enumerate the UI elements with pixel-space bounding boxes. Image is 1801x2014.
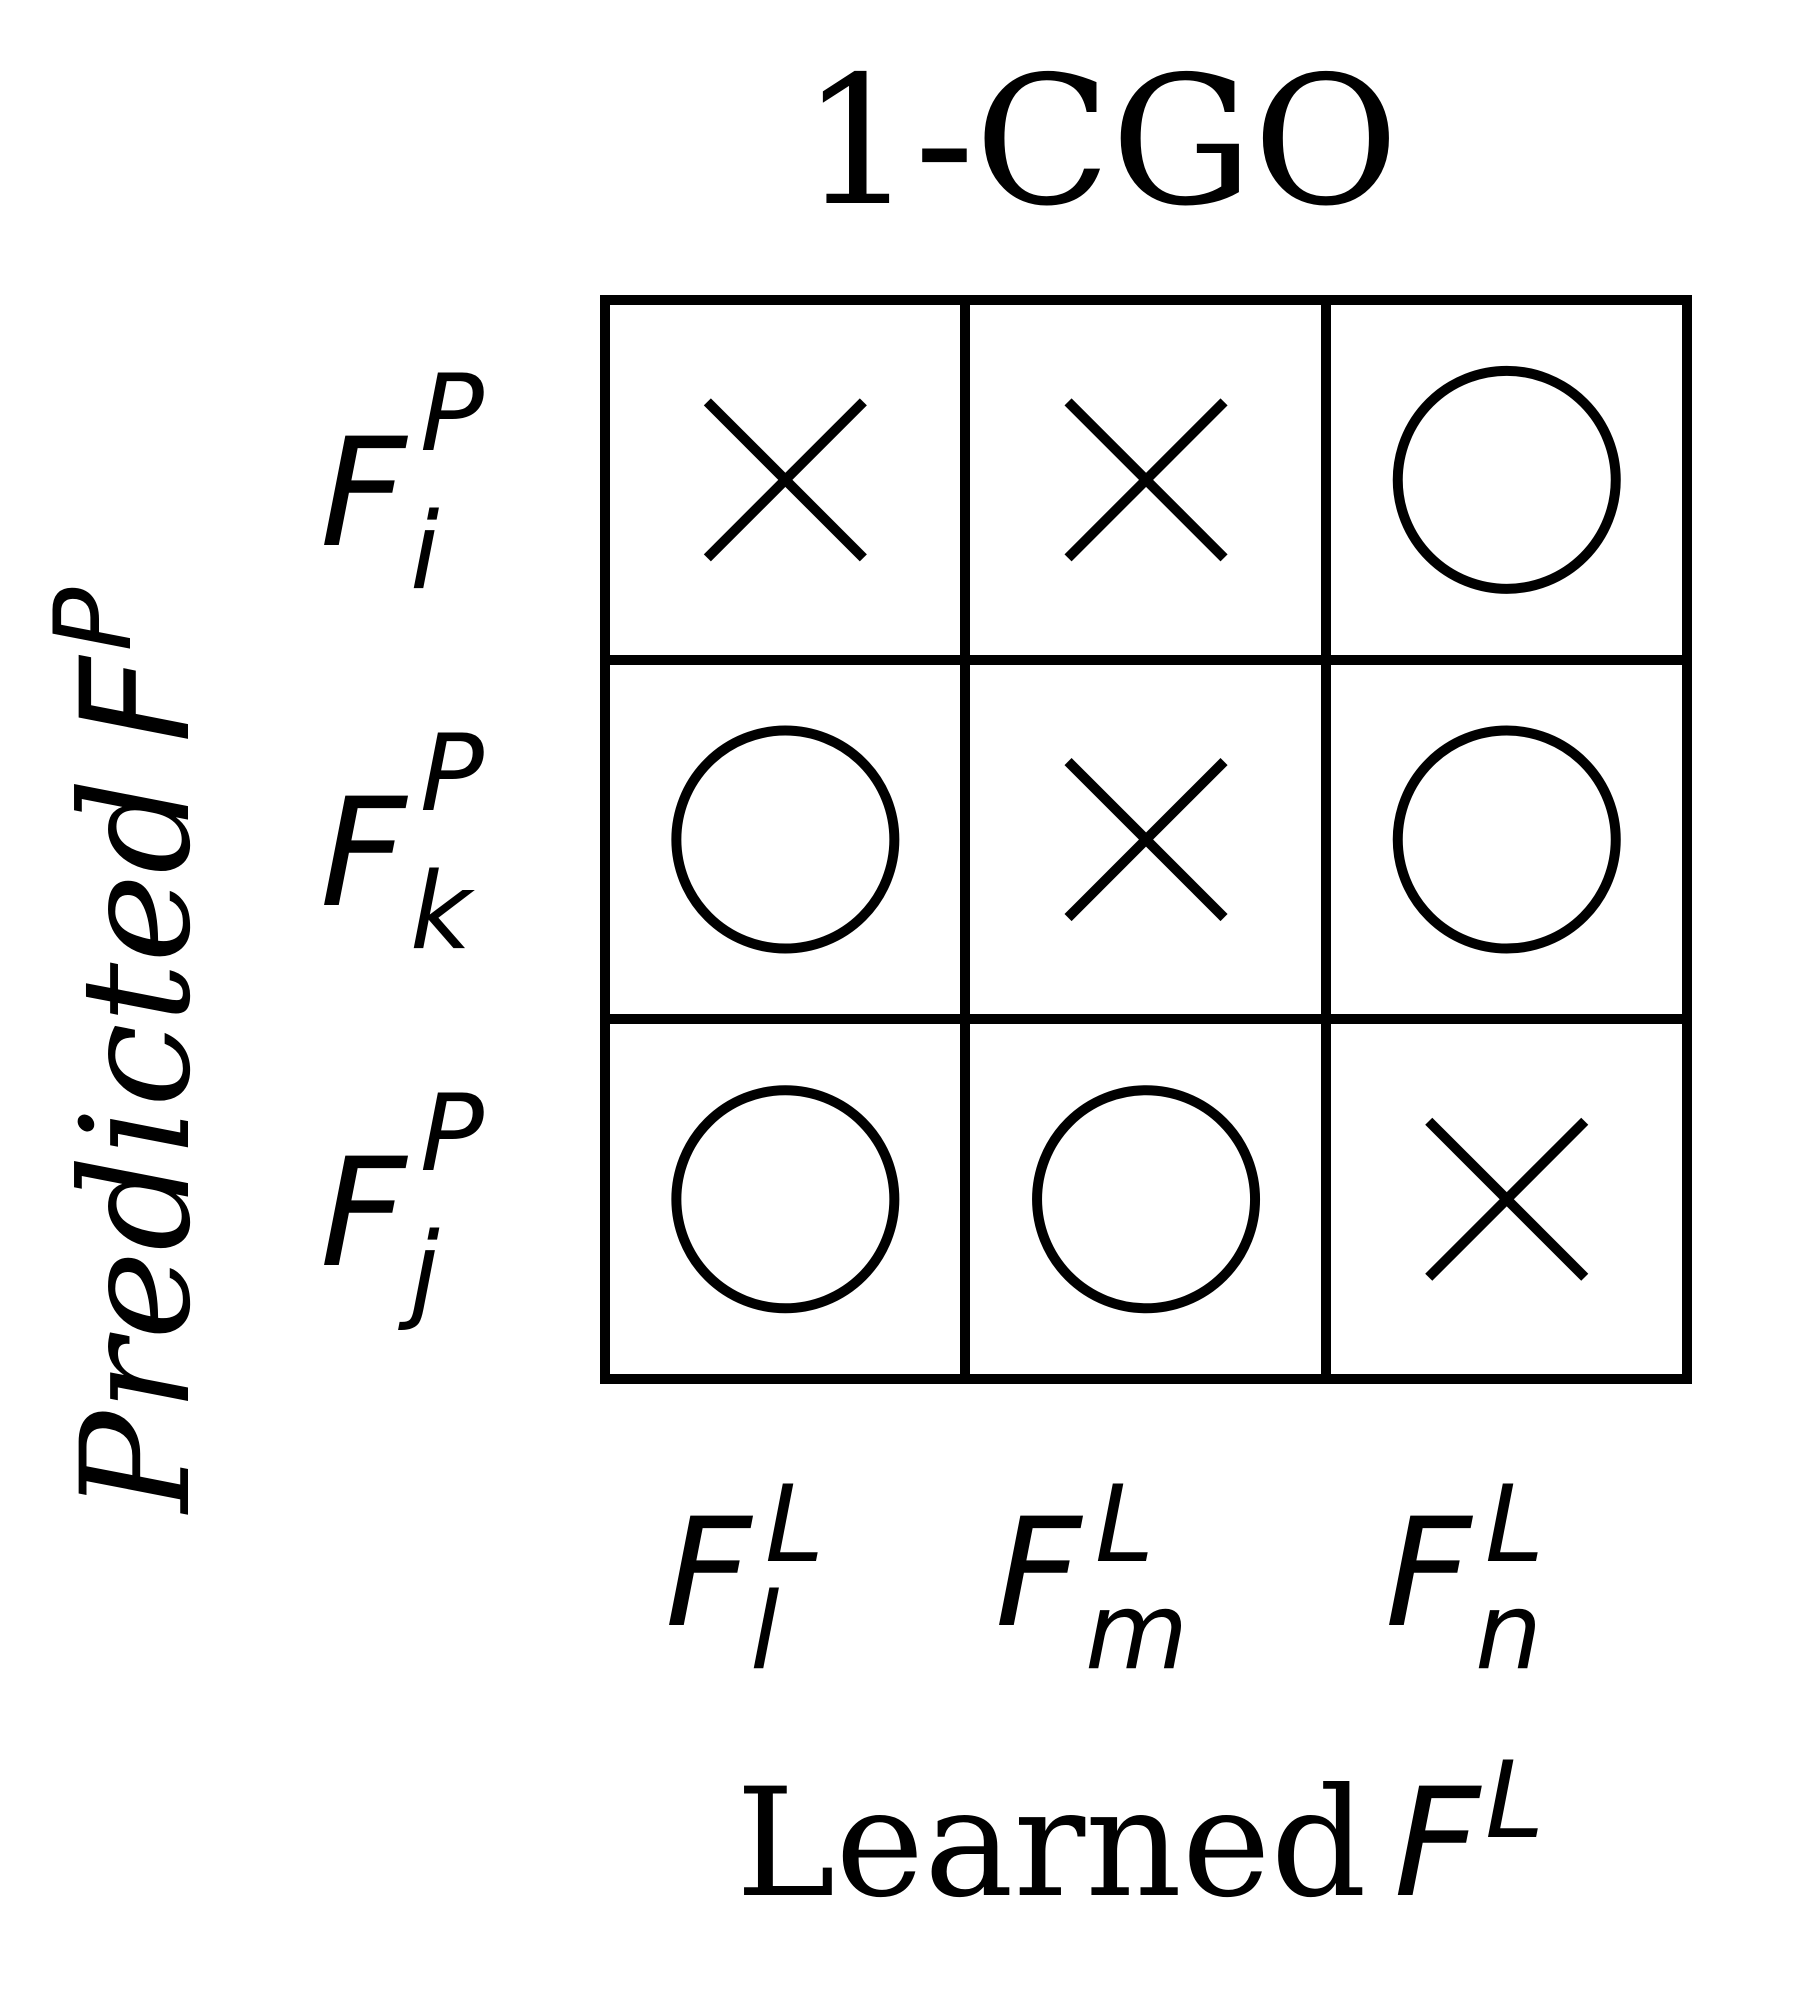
row-label-subscript: k — [410, 850, 475, 973]
column-label-symbol: F — [665, 1487, 754, 1661]
circle-marker — [1392, 365, 1621, 594]
matrix-grid — [600, 295, 1692, 1384]
circle-marker — [1392, 725, 1621, 954]
row-label-superscript: P — [420, 1072, 484, 1195]
x-axis-symbol: F — [1394, 1757, 1483, 1931]
cross-marker — [1425, 1117, 1589, 1281]
cross-marker — [1064, 398, 1228, 562]
column-labels: F L l F L m F L n — [665, 1463, 1544, 1693]
grid-outline — [600, 295, 1692, 1384]
row-label-superscript: P — [420, 352, 484, 475]
row-labels: F P i F P k F P j — [320, 352, 484, 1333]
cross-marker — [1064, 758, 1228, 922]
y-axis-superscript: P — [32, 587, 155, 651]
circle-marker — [1032, 1085, 1261, 1314]
column-label-symbol: F — [995, 1487, 1084, 1661]
y-axis-label: Predicted F P — [32, 587, 224, 1515]
cross-stroke — [703, 398, 867, 562]
column-label-symbol: F — [1385, 1487, 1474, 1661]
column-label-subscript: m — [1085, 1570, 1188, 1693]
cross-stroke — [1064, 758, 1228, 922]
cross-marker — [703, 398, 867, 562]
diagram-title: 1-CGO — [801, 38, 1399, 245]
y-axis-label-text: Predicted — [50, 778, 224, 1515]
y-axis-symbol: F — [50, 654, 224, 743]
x-axis-superscript: L — [1485, 1739, 1544, 1862]
x-axis-label: Learned F L — [736, 1739, 1544, 1931]
column-label-superscript: L — [1485, 1463, 1544, 1586]
x-axis-label-text: Learned — [736, 1757, 1367, 1931]
row-label-symbol: F — [320, 767, 409, 941]
circle-marker — [671, 1085, 900, 1314]
column-label-subscript: n — [1475, 1570, 1542, 1693]
svg-text:Predicted F P: Predicted F P — [32, 587, 224, 1515]
circle-marker — [671, 725, 900, 954]
row-label-superscript: P — [420, 712, 484, 835]
column-label-superscript: L — [765, 1463, 824, 1586]
cross-stroke — [1425, 1117, 1589, 1281]
row-label-symbol: F — [320, 1127, 409, 1301]
column-label-subscript: l — [750, 1570, 779, 1693]
cross-stroke — [1064, 398, 1228, 562]
cell-markers — [671, 365, 1621, 1314]
row-label-symbol: F — [320, 407, 409, 581]
column-label-superscript: L — [1095, 1463, 1154, 1586]
row-label-subscript: i — [410, 490, 439, 613]
